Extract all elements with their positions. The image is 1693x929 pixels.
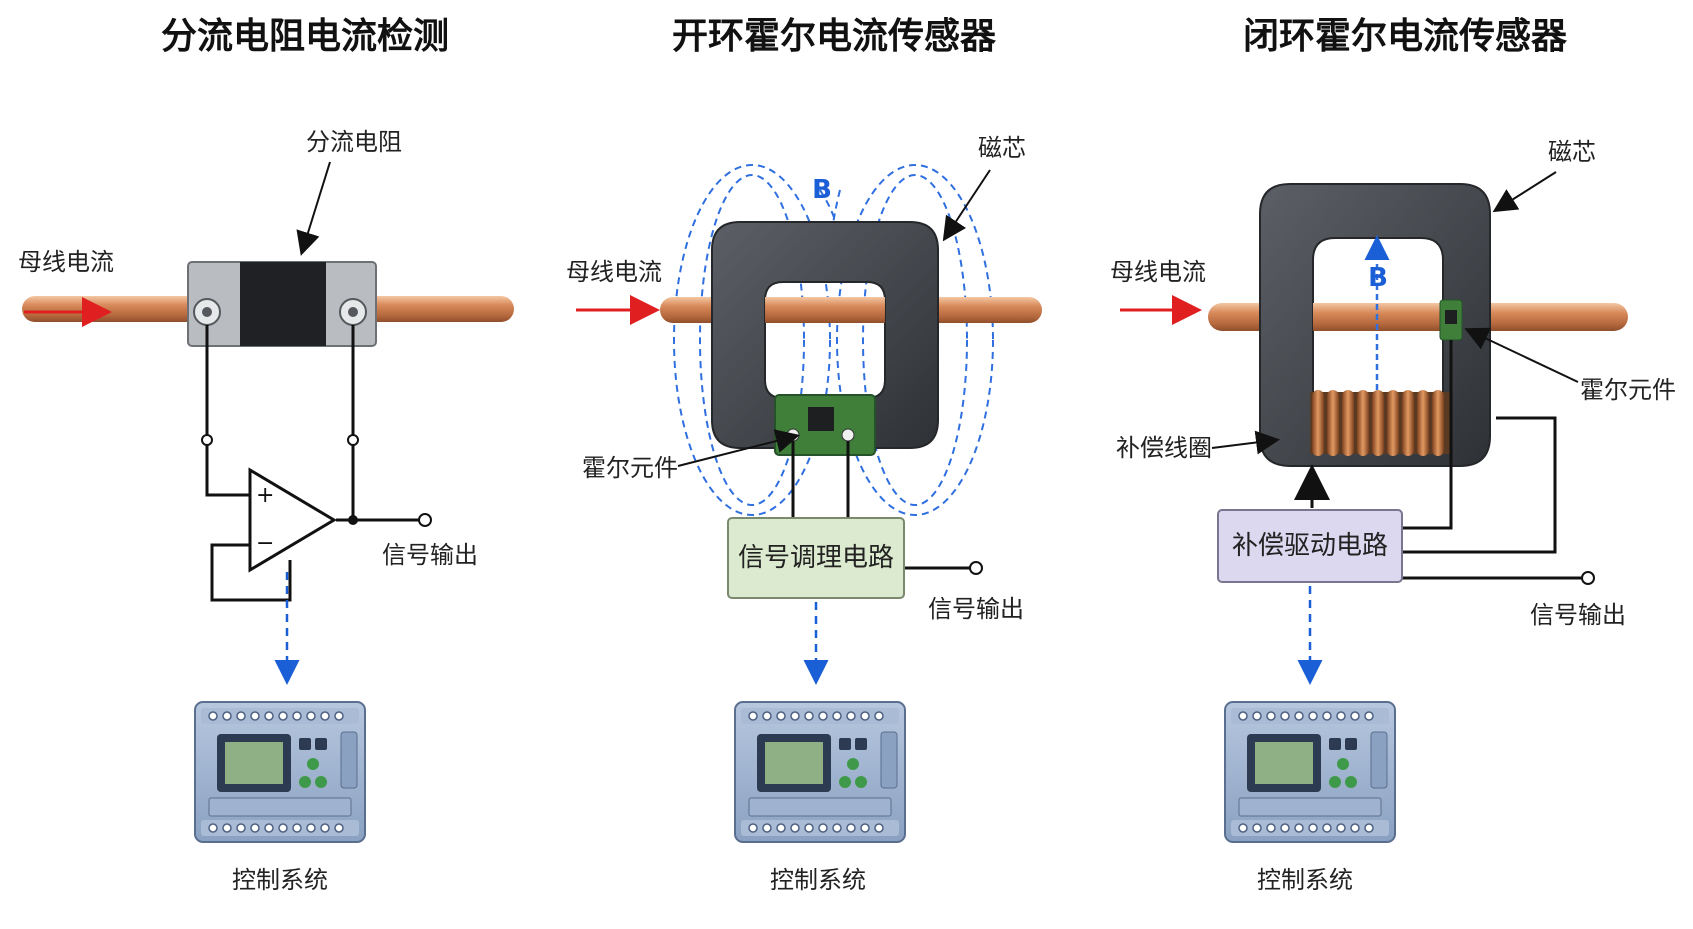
field-b-label: B bbox=[812, 175, 832, 205]
compensation-coil-icon bbox=[1310, 390, 1450, 456]
hall-pointer bbox=[1464, 327, 1579, 383]
closed-loop-wiring bbox=[1294, 340, 1582, 580]
panel-1-title: 分流电阻电流检测 bbox=[161, 16, 449, 57]
shunt-pointer bbox=[296, 161, 331, 256]
core-pointer bbox=[942, 169, 991, 242]
coil-pointer bbox=[1211, 430, 1280, 455]
plc-controller-icon bbox=[1224, 701, 1396, 843]
hall-label: 霍尔元件 bbox=[1580, 376, 1676, 404]
op-amp-minus: − bbox=[256, 531, 274, 556]
signal-out-label: 信号输出 bbox=[928, 595, 1024, 623]
signal-out-terminal bbox=[418, 513, 432, 527]
signal-out-label: 信号输出 bbox=[382, 541, 478, 569]
control-label: 控制系统 bbox=[770, 866, 866, 894]
core-pointer bbox=[1492, 171, 1557, 213]
panel-3-title: 闭环霍尔电流传感器 bbox=[1243, 16, 1568, 57]
bus-current-label: 母线电流 bbox=[18, 248, 114, 276]
hall-pointer bbox=[677, 429, 800, 467]
conditioning-box: 信号调理电路 bbox=[727, 517, 905, 599]
panel-shunt: 分流电阻电流检测 母线电流 分流电阻 bbox=[18, 16, 514, 894]
signal-out-terminal bbox=[1581, 571, 1595, 585]
plc-controller-icon bbox=[734, 701, 906, 843]
conditioning-label: 信号调理电路 bbox=[738, 543, 894, 573]
hall-label: 霍尔元件 bbox=[582, 454, 678, 482]
shunt-label: 分流电阻 bbox=[306, 128, 402, 156]
signal-out-label: 信号输出 bbox=[1530, 601, 1626, 629]
op-amp-plus: + bbox=[256, 483, 274, 508]
hall-sensor-icon bbox=[1439, 299, 1463, 341]
hall-sensor-icon bbox=[774, 394, 876, 456]
control-label: 控制系统 bbox=[1257, 866, 1353, 894]
core-label: 磁芯 bbox=[978, 134, 1026, 162]
signal-out-terminal bbox=[969, 561, 983, 575]
panel-closed-loop: 闭环霍尔电流传感器 母线电流 B 磁芯 bbox=[1110, 16, 1676, 894]
panel-open-loop: 开环霍尔电流传感器 母线电流 B 磁芯 霍尔元件 bbox=[566, 16, 1042, 894]
field-b-label: B bbox=[1368, 263, 1388, 293]
core-label: 磁芯 bbox=[1548, 138, 1596, 166]
control-label: 控制系统 bbox=[232, 866, 328, 894]
bus-current-label: 母线电流 bbox=[1110, 258, 1206, 286]
shunt-resistor-icon bbox=[187, 261, 377, 347]
op-amp-icon: + − bbox=[248, 467, 337, 573]
magnetic-field-lines bbox=[673, 164, 994, 516]
open-loop-wiring bbox=[791, 441, 970, 570]
plc-controller-icon bbox=[194, 701, 366, 843]
coil-label: 补偿线圈 bbox=[1116, 434, 1212, 462]
panel-2-title: 开环霍尔电流传感器 bbox=[672, 16, 997, 57]
bus-current-label: 母线电流 bbox=[566, 258, 662, 286]
drive-box: 补偿驱动电路 bbox=[1217, 509, 1403, 583]
shunt-wiring bbox=[205, 325, 420, 602]
drive-label: 补偿驱动电路 bbox=[1232, 531, 1388, 561]
